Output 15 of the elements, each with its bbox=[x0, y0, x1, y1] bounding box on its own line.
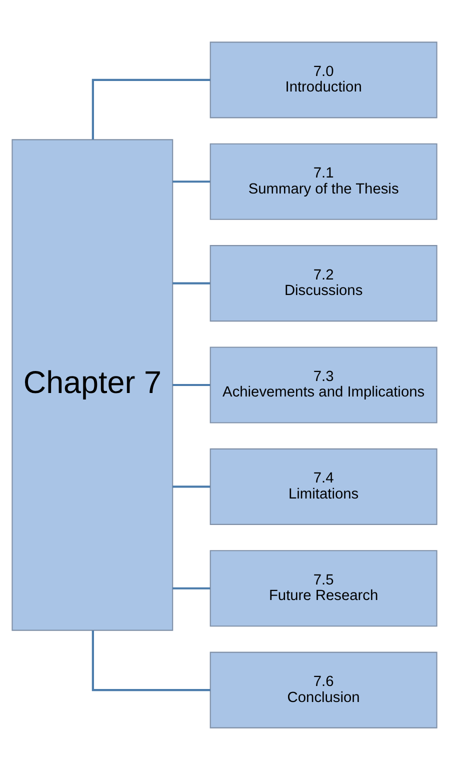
node-box: 7.0 Introduction bbox=[210, 41, 438, 118]
node-box: 7.6 Conclusion bbox=[210, 651, 438, 728]
node-box: 7.1 Summary of the Thesis bbox=[210, 142, 438, 220]
node-box: 7.3 Achievements and Implications bbox=[210, 346, 438, 423]
node-box: 7.5 Future Research bbox=[210, 550, 438, 626]
node-box: 7.4 Limitations bbox=[210, 448, 438, 524]
connector bbox=[92, 630, 210, 691]
connector bbox=[172, 586, 210, 589]
connector bbox=[172, 485, 210, 488]
connector bbox=[172, 282, 210, 284]
connector bbox=[172, 383, 210, 386]
connector bbox=[92, 78, 210, 139]
node-box: Chapter 7 bbox=[12, 138, 174, 630]
node-box: 7.2 Discussions bbox=[210, 244, 438, 322]
connector bbox=[172, 180, 210, 182]
